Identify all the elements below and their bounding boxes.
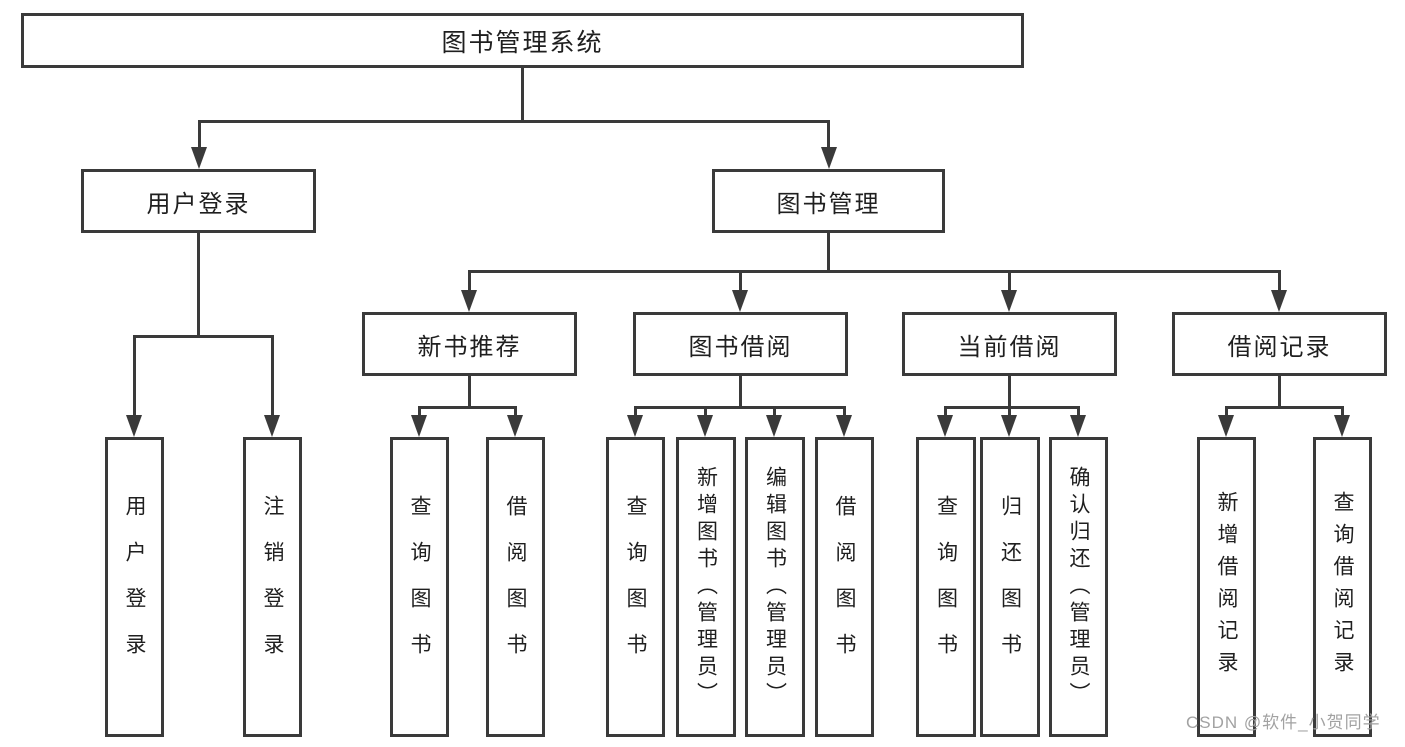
arrow-down-icon [1271, 290, 1287, 312]
leaf-query-books-current-label: 查询图书 [934, 495, 958, 679]
connector-line [1278, 376, 1281, 407]
leaf-edit-books-admin-label: 编辑图书（管理员） [763, 465, 787, 709]
leaf-user-login-label: 用户登录 [123, 495, 146, 679]
node-user-login-label: 用户登录 [146, 190, 251, 218]
leaf-borrow-books-recommend: 借阅图书 [486, 437, 545, 737]
leaf-borrow-books-label: 借阅图书 [833, 495, 856, 679]
leaf-return-books: 归还图书 [980, 437, 1040, 737]
connector-line [1225, 406, 1228, 417]
connector-line [514, 406, 517, 417]
connector-line [1008, 376, 1011, 407]
connector-line [739, 376, 742, 407]
connector-line [469, 270, 1281, 273]
connector-line [468, 270, 471, 292]
node-book-borrow: 图书借阅 [633, 312, 848, 376]
connector-line [418, 406, 421, 417]
leaf-borrow-books: 借阅图书 [815, 437, 874, 737]
arrow-down-icon [732, 290, 748, 312]
node-library-system: 图书管理系统 [21, 13, 1024, 68]
node-borrow-records: 借阅记录 [1172, 312, 1387, 376]
connector-line [944, 406, 947, 417]
node-current-borrow-label: 当前借阅 [957, 333, 1062, 361]
connector-line [133, 335, 136, 416]
connector-line [1278, 270, 1281, 292]
connector-line [1341, 406, 1344, 417]
leaf-query-books-borrow: 查询图书 [606, 437, 665, 737]
leaf-borrow-books-recommend-label: 借阅图书 [504, 495, 527, 679]
arrow-down-icon [126, 415, 142, 437]
leaf-add-books-admin: 新增图书（管理员） [676, 437, 736, 737]
node-new-book-recommend-label: 新书推荐 [417, 333, 522, 361]
connector-line [271, 335, 274, 416]
connector-line [827, 233, 830, 271]
connector-line [1226, 406, 1344, 409]
arrow-down-icon [1218, 415, 1234, 437]
arrow-down-icon [836, 415, 852, 437]
leaf-add-borrow-record-label: 新增借阅记录 [1215, 491, 1238, 683]
connector-line [1008, 406, 1011, 417]
node-current-borrow: 当前借阅 [902, 312, 1117, 376]
arrow-down-icon [1334, 415, 1350, 437]
arrow-down-icon [411, 415, 427, 437]
leaf-query-books-current: 查询图书 [916, 437, 976, 737]
connector-line [704, 406, 707, 417]
node-borrow-records-label: 借阅记录 [1227, 333, 1332, 361]
node-new-book-recommend: 新书推荐 [362, 312, 577, 376]
leaf-logout-label: 注销登录 [261, 495, 284, 679]
connector-line [1077, 406, 1080, 417]
leaf-confirm-return-admin-label: 确认归还（管理员） [1067, 465, 1090, 709]
leaf-return-books-label: 归还图书 [998, 495, 1022, 679]
arrow-down-icon [697, 415, 713, 437]
arrow-down-icon [264, 415, 280, 437]
connector-line [198, 120, 830, 123]
connector-line [773, 406, 776, 417]
connector-line [198, 120, 201, 148]
arrow-down-icon [191, 147, 207, 169]
watermark-text: CSDN @软件_小贺同学 [1186, 713, 1381, 732]
connector-line [635, 406, 846, 409]
connector-line [843, 406, 846, 417]
connector-line [739, 270, 742, 292]
leaf-logout: 注销登录 [243, 437, 302, 737]
connector-line [521, 68, 524, 121]
arrow-down-icon [1001, 290, 1017, 312]
arrow-down-icon [507, 415, 523, 437]
arrow-down-icon [1070, 415, 1086, 437]
arrow-down-icon [1001, 415, 1017, 437]
arrow-down-icon [461, 290, 477, 312]
leaf-edit-books-admin: 编辑图书（管理员） [745, 437, 805, 737]
connector-line [419, 406, 517, 409]
node-user-login: 用户登录 [81, 169, 316, 233]
connector-line [197, 233, 200, 336]
leaf-query-books-recommend: 查询图书 [390, 437, 449, 737]
leaf-add-books-admin-label: 新增图书（管理员） [694, 465, 718, 709]
node-library-system-label: 图书管理系统 [441, 28, 604, 57]
arrow-down-icon [821, 147, 837, 169]
connector-line [945, 406, 1079, 409]
connector-line [1008, 270, 1011, 292]
leaf-query-books-recommend-label: 查询图书 [408, 495, 431, 679]
leaf-query-borrow-record: 查询借阅记录 [1313, 437, 1372, 737]
node-book-management-label: 图书管理 [776, 190, 881, 218]
connector-line [634, 406, 637, 417]
connector-line [827, 120, 830, 148]
connector-line [133, 335, 274, 338]
arrow-down-icon [627, 415, 643, 437]
connector-line [468, 376, 471, 407]
leaf-query-books-borrow-label: 查询图书 [624, 495, 647, 679]
leaf-query-borrow-record-label: 查询借阅记录 [1331, 491, 1354, 683]
arrow-down-icon [937, 415, 953, 437]
leaf-add-borrow-record: 新增借阅记录 [1197, 437, 1256, 737]
node-book-management: 图书管理 [712, 169, 945, 233]
leaf-confirm-return-admin: 确认归还（管理员） [1049, 437, 1108, 737]
leaf-user-login: 用户登录 [105, 437, 164, 737]
arrow-down-icon [766, 415, 782, 437]
node-book-borrow-label: 图书借阅 [688, 333, 793, 361]
